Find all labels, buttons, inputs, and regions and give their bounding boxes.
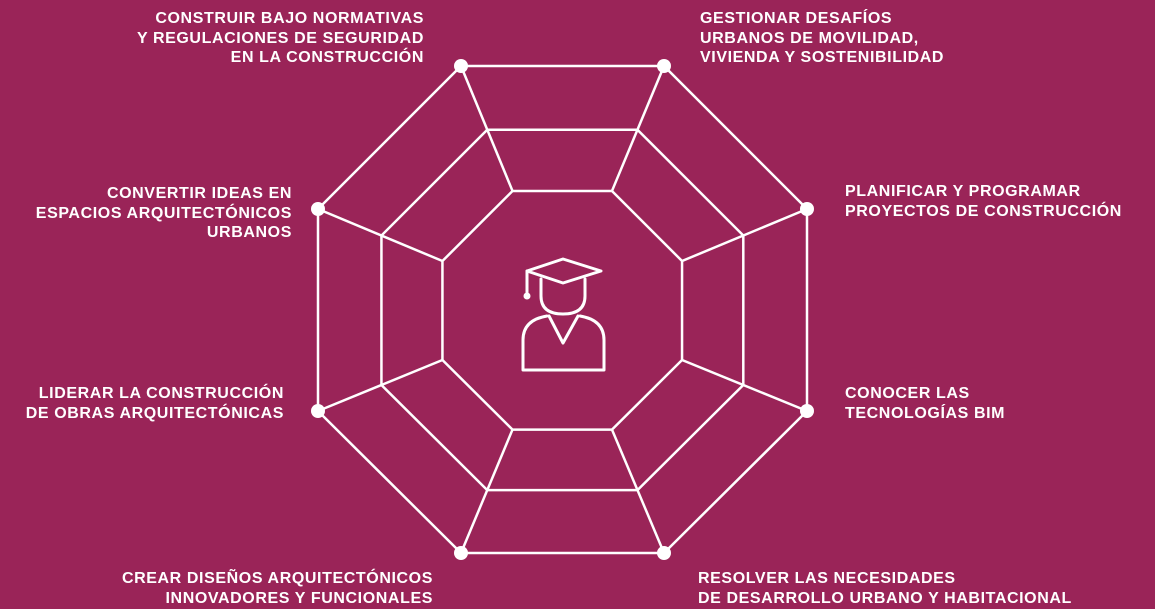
- competency-line: CONOCER LAS: [845, 385, 970, 402]
- vertex-dot: [800, 202, 814, 216]
- octagon-spoke: [459, 429, 514, 554]
- competency-label-right-upper: PLANIFICAR Y PROGRAMAR PROYECTOS DE CONS…: [845, 182, 1122, 221]
- competency-line: ESPACIOS ARQUITECTÓNICOS: [35, 204, 292, 222]
- vertex-dot: [454, 546, 468, 560]
- competency-line: PROYECTOS DE CONSTRUCCIÓN: [845, 202, 1122, 220]
- competency-label-bottom-left: CREAR DISEÑOS ARQUITECTÓNICOS INNOVADORE…: [122, 569, 433, 608]
- vertex-dot: [311, 404, 325, 418]
- competency-line: Y REGULACIONES DE SEGURIDAD: [136, 29, 424, 47]
- octagon-spoke: [317, 207, 443, 263]
- competency-line: CREAR DISEÑOS ARQUITECTÓNICOS: [121, 570, 433, 587]
- graduate-student-icon: [521, 257, 606, 372]
- vertex-dot: [657, 546, 671, 560]
- octagon-spoke: [610, 429, 666, 554]
- competency-line: CONVERTIR IDEAS EN: [106, 185, 292, 202]
- competency-label-bottom-right: RESOLVER LAS NECESIDADES DE DESARROLLO U…: [698, 569, 1072, 608]
- octagon-spoke: [459, 65, 514, 192]
- octagon-ring-3: [441, 189, 684, 431]
- octagon-spoke: [681, 358, 808, 413]
- competency-line: URBANOS: [206, 224, 292, 241]
- competency-line: GESTIONAR DESAFÍOS: [700, 10, 893, 27]
- competency-line: PLANIFICAR Y PROGRAMAR: [845, 183, 1081, 200]
- vertex-dot: [800, 404, 814, 418]
- vertex-dot: [311, 202, 325, 216]
- competency-line: DE OBRAS ARQUITECTÓNICAS: [25, 404, 284, 422]
- competency-line: VIVIENDA Y SOSTENIBILIDAD: [700, 49, 945, 66]
- competency-label-top-left: CONSTRUIR BAJO NORMATIVAS Y REGULACIONES…: [137, 9, 424, 68]
- octagon-spoke: [681, 207, 808, 263]
- competency-label-left-upper: CONVERTIR IDEAS EN ESPACIOS ARQUITECTÓNI…: [36, 184, 292, 243]
- competency-line: LIDERAR LA CONSTRUCCIÓN: [38, 385, 284, 402]
- competency-line: URBANOS DE MOVILIDAD,: [700, 29, 919, 47]
- octagon-ring-1: [316, 64, 809, 555]
- competency-line: CONSTRUIR BAJO NORMATIVAS: [155, 10, 424, 27]
- competency-line: INNOVADORES Y FUNCIONALES: [165, 589, 433, 607]
- competency-line: DE DESARROLLO URBANO Y HABITACIONAL: [698, 589, 1072, 607]
- vertex-dot: [454, 59, 468, 73]
- vertex-dot: [657, 59, 671, 73]
- competency-line: TECNOLOGÍAS BIM: [845, 404, 1006, 422]
- competency-label-right-lower: CONOCER LAS TECNOLOGÍAS BIM: [845, 384, 1005, 423]
- octagon-ring-2: [380, 128, 745, 492]
- octagon-spoke: [317, 358, 443, 413]
- competency-line: RESOLVER LAS NECESIDADES: [698, 570, 956, 587]
- competency-label-top-right: GESTIONAR DESAFÍOS URBANOS DE MOVILIDAD,…: [700, 9, 944, 68]
- competency-label-left-lower: LIDERAR LA CONSTRUCCIÓN DE OBRAS ARQUITE…: [26, 384, 284, 423]
- competency-line: EN LA CONSTRUCCIÓN: [230, 49, 424, 66]
- octagon-spoke: [610, 65, 666, 192]
